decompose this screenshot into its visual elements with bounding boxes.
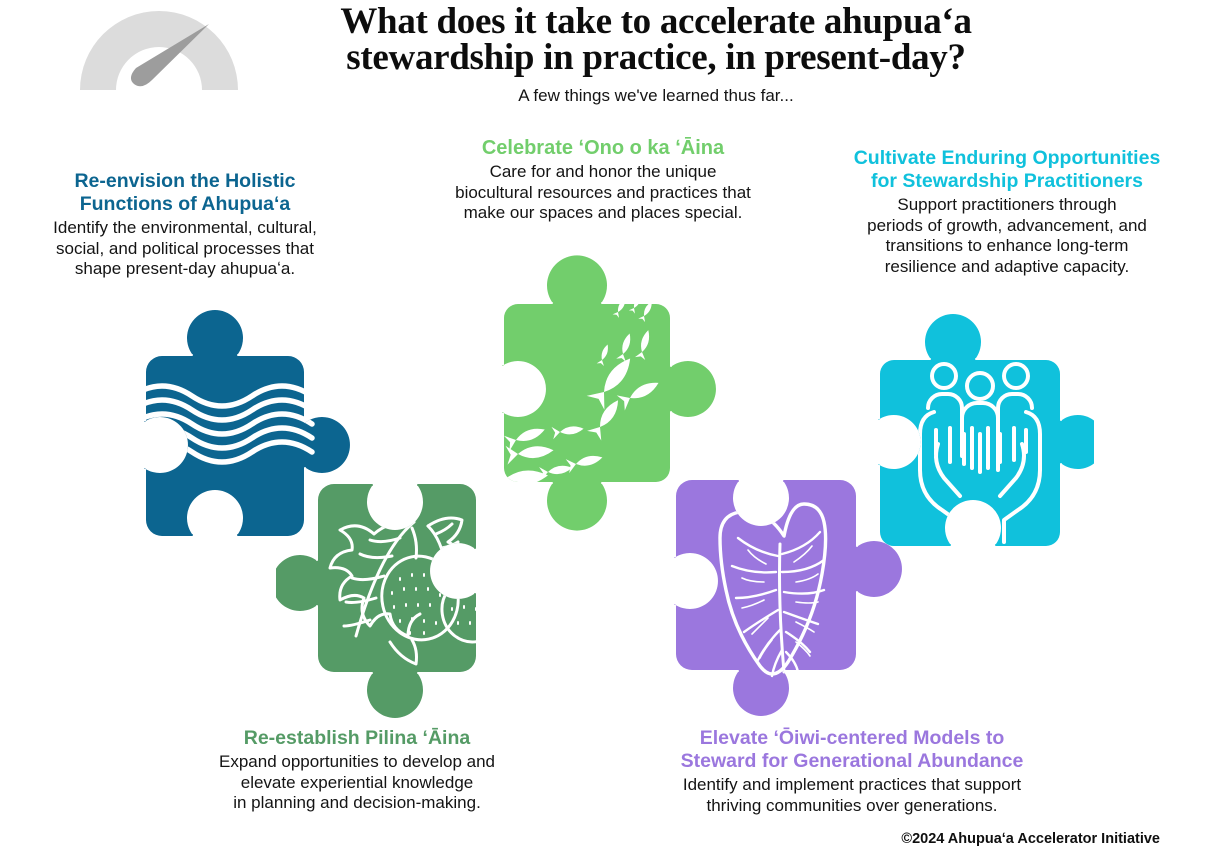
body-pilina: Expand opportunities to develop and elev… (219, 752, 495, 812)
text-block-cultivate: Cultivate Enduring Opportunities for Ste… (800, 147, 1214, 277)
title-text: What does it take to accelerate ahupuaʻa… (340, 1, 972, 78)
copyright-icon: © (901, 831, 913, 847)
text-block-holistic: Re-envision the Holistic Functions of Ah… (0, 170, 374, 280)
heading-pilina: Re-establish Pilina ʻĀina (243, 727, 471, 749)
hands-holding-people-icon (918, 362, 1042, 544)
puzzle-piece-purple[interactable] (666, 468, 906, 723)
heading-celebrate: Celebrate ʻOno o ka ʻĀina (481, 137, 725, 159)
text-block-celebrate: Celebrate ʻOno o ka ʻĀina Care for and h… (398, 137, 808, 224)
body-cultivate: Support practitioners through periods of… (867, 195, 1147, 276)
header: What does it take to accelerate ahupuaʻa… (0, 0, 1214, 120)
heading-holistic: Re-envision the Holistic Functions of Ah… (74, 170, 296, 215)
page-title: What does it take to accelerate ahupuaʻa… (236, 1, 1076, 78)
copyright-footer: ©2024 Ahupuaʻa Accelerator Initiative (0, 831, 1160, 847)
text-block-pilina: Re-establish Pilina ʻĀina Expand opportu… (152, 727, 562, 814)
puzzle-piece-sage[interactable] (276, 470, 516, 725)
puzzle-piece-blue[interactable] (92, 302, 364, 547)
puzzle-piece-green[interactable] (492, 242, 722, 557)
heading-cultivate: Cultivate Enduring Opportunities for Ste… (853, 147, 1161, 192)
copyright-text: 2024 Ahupuaʻa Accelerator Initiative (912, 831, 1160, 847)
text-block-elevate: Elevate ʻŌiwi-centered Models to Steward… (602, 727, 1102, 816)
gauge-speedometer-icon (74, 8, 244, 92)
kalo-taro-leaf-icon (718, 502, 828, 678)
school-of-fish-icon (502, 294, 659, 494)
body-elevate: Identify and implement practices that su… (682, 775, 1022, 815)
body-holistic: Identify the environmental, cultural, so… (53, 218, 317, 278)
subtitle-text: A few things we've learned thus far... (518, 86, 794, 105)
body-celebrate: Care for and honor the unique biocultura… (455, 162, 751, 222)
puzzle-piece-cyan[interactable] (868, 304, 1094, 565)
heading-elevate: Elevate ʻŌiwi-centered Models to Steward… (680, 727, 1024, 772)
